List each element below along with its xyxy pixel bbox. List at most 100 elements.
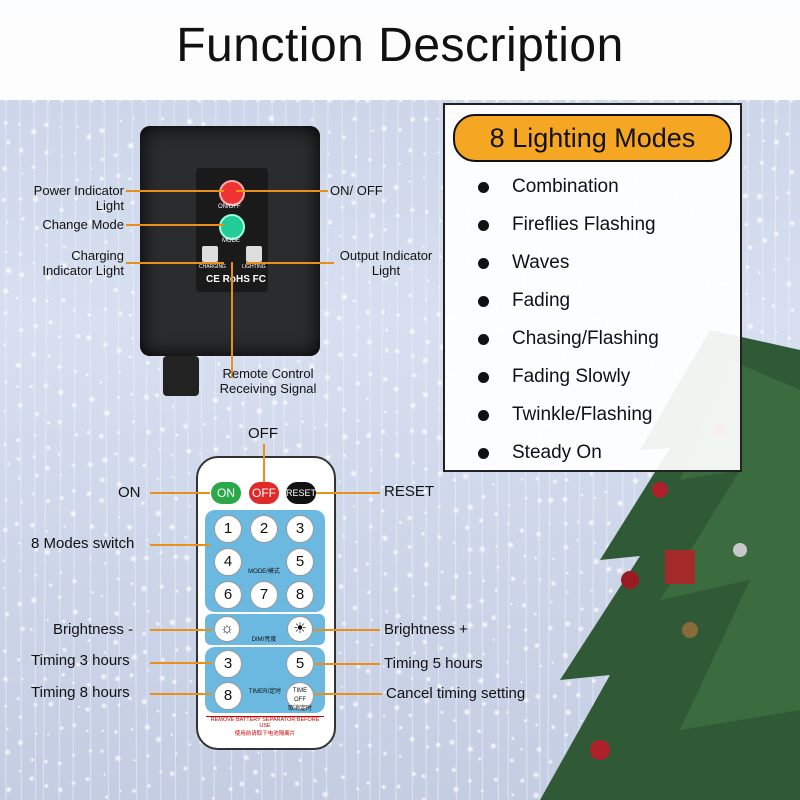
light-bulb: [467, 689, 472, 693]
light-bulb: [786, 335, 792, 341]
remote-off-button[interactable]: OFF: [249, 482, 279, 504]
light-bulb: [746, 132, 752, 138]
light-bulb: [406, 571, 414, 579]
remote-on-button[interactable]: ON: [211, 482, 241, 504]
mode-3-button[interactable]: 3: [286, 515, 314, 543]
brightness-minus-button[interactable]: ☼: [214, 616, 240, 642]
light-bulb: [550, 660, 555, 665]
light-bulb: [411, 460, 416, 465]
light-bulb: [438, 254, 443, 259]
light-bulb: [88, 278, 94, 284]
light-bulb: [116, 576, 121, 581]
light-bulb: [506, 521, 511, 526]
light-bulb: [338, 479, 342, 484]
light-bulb: [15, 456, 22, 462]
timing-8-callout: Timing 8 hours: [31, 684, 130, 701]
bullet-icon: [478, 371, 489, 383]
mode-8-button[interactable]: 8: [286, 581, 314, 609]
battery-warning-cn: 使用前请取下电池隔离片: [234, 731, 296, 737]
light-bulb: [19, 625, 26, 633]
light-bulb: [28, 775, 36, 782]
timer-8-button[interactable]: 8: [214, 682, 242, 710]
remote-reset-button[interactable]: RESET: [286, 482, 316, 504]
light-bulb: [340, 205, 345, 210]
light-bulb: [73, 369, 78, 374]
mode-7-button[interactable]: 7: [250, 581, 278, 609]
light-bulb: [18, 714, 24, 720]
mode-button[interactable]: [219, 214, 245, 240]
light-bulb: [336, 385, 343, 392]
light-bulb: [518, 527, 526, 534]
light-bulb: [168, 618, 177, 627]
mode-4-button[interactable]: 4: [214, 548, 242, 576]
light-bulb: [102, 306, 108, 312]
light-bulb: [15, 437, 21, 443]
callout-line: [246, 262, 334, 264]
light-bulb: [590, 589, 594, 593]
light-bulb: [101, 456, 109, 464]
light-bulb: [561, 495, 569, 503]
light-bulb: [293, 780, 301, 788]
timer-3-button[interactable]: 3: [214, 650, 242, 678]
light-bulb: [410, 770, 418, 778]
mode-1-button[interactable]: 1: [214, 515, 242, 543]
light-bulb: [113, 610, 121, 617]
power-button[interactable]: [219, 180, 245, 206]
light-bulb: [172, 553, 179, 561]
mode-6-button[interactable]: 6: [214, 581, 242, 609]
page-title: Function Description: [176, 19, 624, 72]
light-bulb: [227, 786, 234, 793]
output-indicator-callout: Output Indicator Light: [339, 248, 433, 278]
light-bulb: [579, 570, 584, 575]
light-bulb: [115, 172, 122, 179]
light-bulb: [44, 273, 53, 282]
light-bulb: [438, 218, 443, 223]
mode-2-button[interactable]: 2: [250, 515, 278, 543]
light-bulb: [337, 553, 343, 559]
mode-label: Fading Slowly: [512, 366, 631, 387]
light-bulb: [42, 382, 50, 390]
light-bulb: [282, 447, 290, 455]
timer-5-button[interactable]: 5: [286, 650, 314, 678]
light-bulb: [351, 700, 360, 708]
light-bulb: [170, 453, 174, 457]
light-bulb: [300, 419, 305, 424]
bullet-icon: [478, 295, 489, 307]
mode-5-button[interactable]: 5: [286, 548, 314, 576]
brightness-plus-button[interactable]: ☀: [287, 616, 313, 642]
light-bulb: [367, 280, 372, 285]
light-bulb: [533, 611, 538, 617]
light-bulb: [200, 776, 206, 782]
light-bulb: [130, 289, 136, 296]
light-bulb: [466, 621, 475, 630]
light-bulb: [3, 409, 7, 413]
light-bulb: [355, 418, 360, 423]
light-bulb: [549, 600, 554, 604]
light-bulb: [466, 745, 475, 754]
callout-line: [263, 444, 265, 482]
battery-warning-en: REMOVE BATTERY SEPARATOR BEFORE USE: [210, 717, 320, 729]
light-bulb: [407, 712, 413, 718]
light-bulb: [380, 508, 386, 514]
light-bulb: [407, 147, 414, 154]
light-bulb: [57, 184, 62, 188]
light-bulb: [467, 570, 473, 576]
light-bulb: [60, 154, 64, 158]
light-bulb: [2, 310, 9, 316]
light-bulb: [30, 164, 37, 171]
light-bulb: [212, 445, 220, 454]
light-bulb: [73, 196, 79, 202]
light-bulb: [423, 510, 428, 515]
light-bulb: [436, 682, 443, 690]
light-bulb: [351, 115, 358, 122]
light-bulb: [524, 496, 528, 501]
light-bulb: [350, 199, 357, 206]
light-bulb: [565, 571, 570, 576]
light-bulb: [127, 695, 133, 701]
light-bulb: [126, 492, 133, 500]
bullet-icon: [478, 219, 489, 231]
light-bulb: [113, 675, 121, 683]
light-bulb: [16, 401, 24, 409]
light-bulb: [101, 269, 108, 277]
